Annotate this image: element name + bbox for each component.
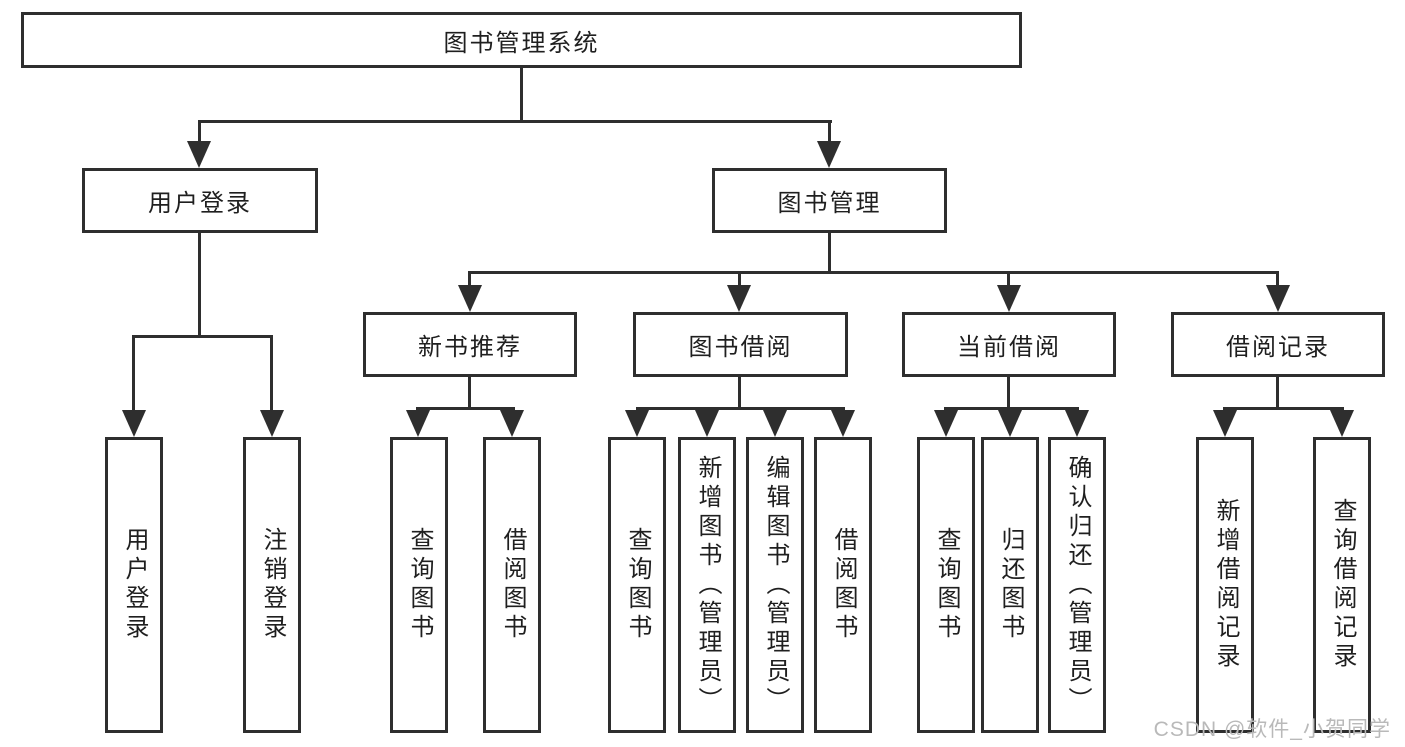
leaf-newrec-query-books: 查询图书 — [390, 437, 448, 733]
watermark: CSDN @软件_小贺同学 — [1153, 718, 1391, 741]
connector-level2-hline — [198, 120, 832, 123]
leaf-current-return-books: 归还图书 — [981, 437, 1039, 733]
arrow-into-new-book — [458, 285, 482, 312]
connector-root-stem — [520, 68, 523, 122]
arrow-into-newrec-query — [406, 410, 430, 437]
arrow-into-records-query — [1330, 410, 1354, 437]
arrow-into-leaf-user-login — [122, 410, 146, 437]
connector-leaf-user-login-stem — [132, 335, 135, 411]
connector-new-book-down — [468, 377, 471, 409]
leaf-current-query-books: 查询图书 — [917, 437, 975, 733]
connector-user-login-hline — [132, 335, 273, 338]
arrow-into-current-query — [934, 410, 958, 437]
connector-new-book-stem — [468, 271, 471, 287]
arrow-into-borrow-borrow — [831, 410, 855, 437]
connector-user-login-stem — [198, 120, 201, 144]
arrow-into-newrec-borrow — [500, 410, 524, 437]
arrow-into-current-return — [998, 410, 1022, 437]
connector-user-login-down — [198, 233, 201, 335]
arrow-into-borrow-query — [625, 410, 649, 437]
arrow-into-book-borrow — [727, 285, 751, 312]
connector-borrow-records-down — [1276, 377, 1279, 409]
leaf-newrec-borrow-books: 借阅图书 — [483, 437, 541, 733]
connector-book-borrow-hline — [636, 407, 845, 410]
leaf-records-query-record: 查询借阅记录 — [1313, 437, 1371, 733]
connector-borrow-records-stem — [1276, 271, 1279, 287]
arrow-into-borrow-edit — [763, 410, 787, 437]
node-book-mgmt: 图书管理 — [712, 168, 947, 233]
connector-borrow-records-hline — [1223, 407, 1344, 410]
node-borrow-records: 借阅记录 — [1171, 312, 1385, 377]
arrow-into-borrow-records — [1266, 285, 1290, 312]
leaf-logout: 注销登录 — [243, 437, 301, 733]
connector-current-borrow-down — [1007, 377, 1010, 409]
node-current-borrow: 当前借阅 — [902, 312, 1116, 377]
connector-book-mgmt-stem — [828, 120, 831, 144]
connector-book-mgmt-down — [828, 233, 831, 273]
node-user-login: 用户登录 — [82, 168, 318, 233]
arrow-into-current-confirm — [1065, 410, 1089, 437]
connector-leaf-logout-stem — [270, 335, 273, 411]
leaf-user-login: 用户登录 — [105, 437, 163, 733]
arrow-into-user-login — [187, 141, 211, 168]
node-root: 图书管理系统 — [21, 12, 1022, 68]
node-book-borrow: 图书借阅 — [633, 312, 848, 377]
leaf-borrow-edit-books-admin: 编辑图书（管理员） — [746, 437, 804, 733]
arrow-into-records-add — [1213, 410, 1237, 437]
connector-book-borrow-stem — [738, 271, 741, 287]
connector-book-borrow-down — [738, 377, 741, 409]
leaf-borrow-query-books: 查询图书 — [608, 437, 666, 733]
arrow-into-book-mgmt — [817, 141, 841, 168]
arrow-into-borrow-add — [695, 410, 719, 437]
leaf-borrow-borrow-books: 借阅图书 — [814, 437, 872, 733]
arrow-into-current-borrow — [997, 285, 1021, 312]
connector-current-borrow-hline — [944, 407, 1079, 410]
leaf-borrow-add-books-admin: 新增图书（管理员） — [678, 437, 736, 733]
connector-level3-hline — [468, 271, 1279, 274]
connector-new-book-hline — [416, 407, 515, 410]
node-new-book-rec: 新书推荐 — [363, 312, 577, 377]
connector-current-borrow-stem — [1007, 271, 1010, 287]
arrow-into-leaf-logout — [260, 410, 284, 437]
leaf-current-confirm-return-admin: 确认归还（管理员） — [1048, 437, 1106, 733]
leaf-records-add-record: 新增借阅记录 — [1196, 437, 1254, 733]
